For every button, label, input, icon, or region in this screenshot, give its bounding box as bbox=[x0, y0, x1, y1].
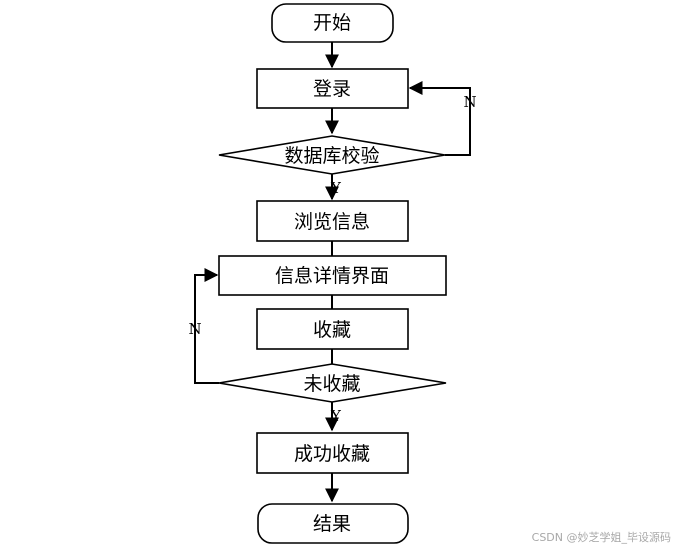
detail-label: 信息详情界面 bbox=[275, 265, 389, 287]
login-label: 登录 bbox=[313, 78, 351, 100]
success-node: 成功收藏 bbox=[256, 432, 409, 474]
edge-label-notcollected-no: N bbox=[188, 320, 201, 338]
start-label: 开始 bbox=[313, 12, 351, 34]
not-collected-node: 未收藏 bbox=[218, 363, 447, 403]
edge-label-notcollected-yes: Y bbox=[330, 407, 342, 425]
collect-node: 收藏 bbox=[256, 308, 409, 350]
login-node: 登录 bbox=[256, 68, 409, 109]
edge-label-dbcheck-no: N bbox=[463, 93, 476, 111]
watermark: CSDN @妙芝学姐_毕设源码 bbox=[531, 531, 671, 544]
browse-node: 浏览信息 bbox=[256, 200, 409, 242]
collect-label: 收藏 bbox=[313, 319, 351, 341]
end-node: 结果 bbox=[257, 503, 409, 544]
edge-dbcheck-login-no bbox=[408, 81, 471, 156]
db-check-node: 数据库校验 bbox=[218, 135, 446, 175]
detail-node: 信息详情界面 bbox=[218, 255, 447, 296]
browse-label: 浏览信息 bbox=[294, 211, 370, 233]
not-collected-label: 未收藏 bbox=[303, 373, 360, 395]
edge-notcollected-detail-no bbox=[194, 268, 219, 384]
db-check-label: 数据库校验 bbox=[284, 145, 379, 167]
start-node: 开始 bbox=[271, 3, 394, 43]
edge-label-dbcheck-yes: Y bbox=[330, 179, 342, 197]
end-label: 结果 bbox=[313, 513, 351, 535]
success-label: 成功收藏 bbox=[294, 443, 370, 465]
